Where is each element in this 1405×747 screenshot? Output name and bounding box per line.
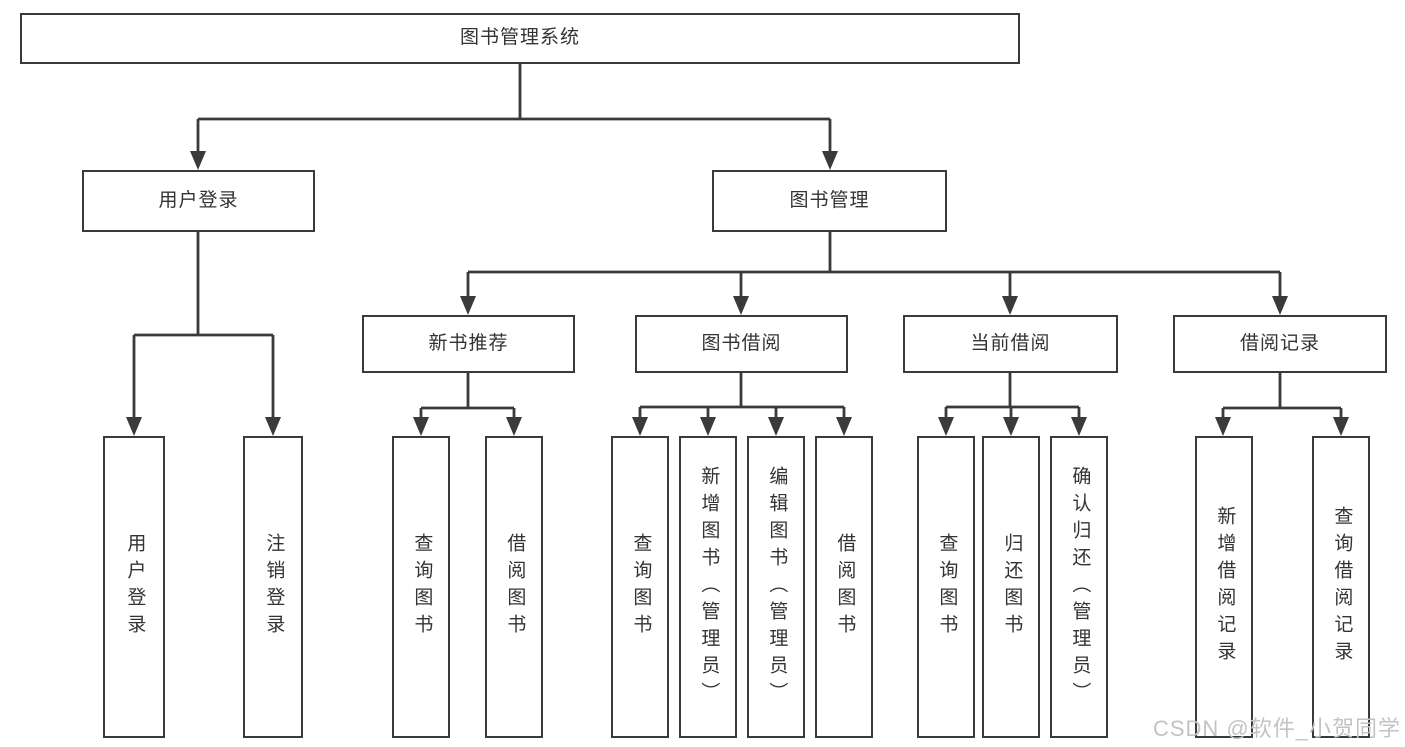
arrow-down-icon [1215, 417, 1231, 436]
node-new-book-recommend: 新书推荐 [362, 315, 575, 373]
arrow-down-icon [1071, 417, 1087, 436]
arrow-down-icon [190, 151, 206, 170]
leaf-confirm-return-admin: 确认归还（管理员） [1050, 436, 1108, 738]
leaf-edit-book-admin: 编辑图书（管理员） [747, 436, 805, 738]
arrow-down-icon [460, 296, 476, 315]
arrow-down-icon [836, 417, 852, 436]
arrow-down-icon [632, 417, 648, 436]
leaf-logout: 注销登录 [243, 436, 303, 738]
leaf-borrow-books-2: 借阅图书 [815, 436, 873, 738]
arrow-down-icon [126, 417, 142, 436]
arrow-down-icon [733, 296, 749, 315]
arrow-down-icon [265, 417, 281, 436]
node-borrow-records: 借阅记录 [1173, 315, 1387, 373]
leaf-add-book-admin: 新增图书（管理员） [679, 436, 737, 738]
arrow-down-icon [1333, 417, 1349, 436]
node-user-login: 用户登录 [82, 170, 315, 232]
node-current-borrow: 当前借阅 [903, 315, 1118, 373]
leaf-query-books-3: 查询图书 [917, 436, 975, 738]
leaf-query-books-1: 查询图书 [392, 436, 450, 738]
arrow-down-icon [822, 151, 838, 170]
leaf-query-books-2: 查询图书 [611, 436, 669, 738]
arrow-down-icon [413, 417, 429, 436]
arrow-down-icon [938, 417, 954, 436]
node-book-borrow: 图书借阅 [635, 315, 848, 373]
watermark: CSDN @软件_小贺同学 [1152, 716, 1401, 741]
leaf-user-login: 用户登录 [103, 436, 165, 738]
leaf-query-borrow-record: 查询借阅记录 [1312, 436, 1370, 738]
node-library-system: 图书管理系统 [20, 13, 1020, 64]
leaf-borrow-books-1: 借阅图书 [485, 436, 543, 738]
arrow-down-icon [1002, 296, 1018, 315]
node-book-management: 图书管理 [712, 170, 947, 232]
leaf-return-book: 归还图书 [982, 436, 1040, 738]
arrow-down-icon [1272, 296, 1288, 315]
arrow-down-icon [768, 417, 784, 436]
leaf-add-borrow-record: 新增借阅记录 [1195, 436, 1253, 738]
arrow-down-icon [700, 417, 716, 436]
arrow-down-icon [506, 417, 522, 436]
arrow-down-icon [1003, 417, 1019, 436]
